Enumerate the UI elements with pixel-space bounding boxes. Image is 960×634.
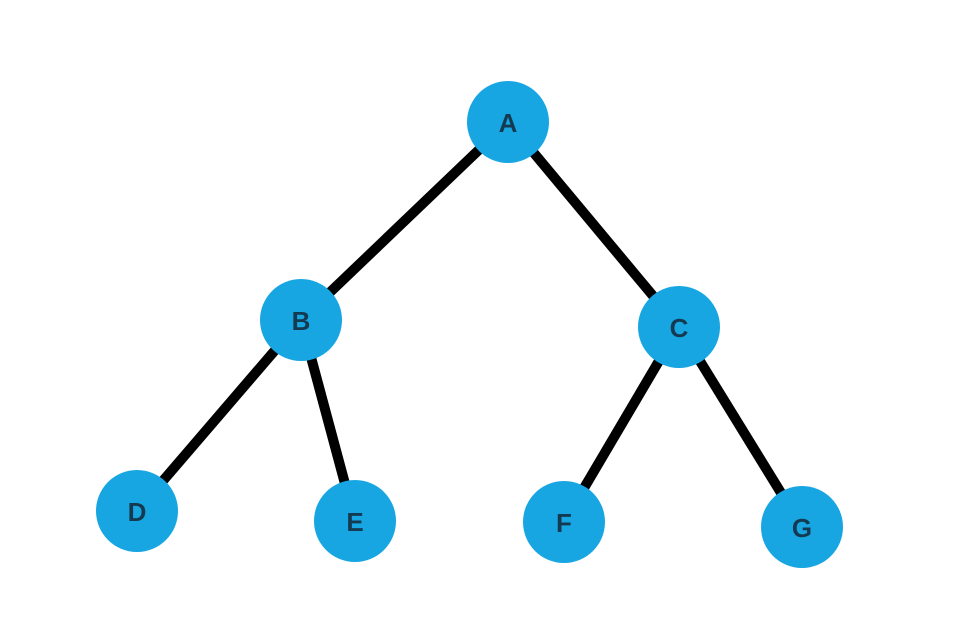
tree-edge-a-c [503,117,684,332]
tree-node-b: B [260,279,342,361]
tree-node-g: G [761,486,843,568]
node-circle-c [638,286,720,368]
tree-node-d: D [96,470,178,552]
node-label-d: D [128,497,147,527]
tree-edge-a-b [296,117,513,325]
node-label-e: E [346,507,363,537]
node-label-a: A [499,108,518,138]
node-label-c: C [670,313,689,343]
node-circle-g [761,486,843,568]
tree-node-e: E [314,480,396,562]
node-circle-a [467,81,549,163]
tree-edge-b-d [132,315,306,516]
node-label-f: F [556,508,572,538]
node-circle-d [96,470,178,552]
node-label-b: B [292,306,311,336]
node-circle-b [260,279,342,361]
node-circle-e [314,480,396,562]
tree-node-c: C [638,286,720,368]
node-label-g: G [792,513,812,543]
node-circle-f [523,481,605,563]
tree-node-f: F [523,481,605,563]
tree-node-a: A [467,81,549,163]
